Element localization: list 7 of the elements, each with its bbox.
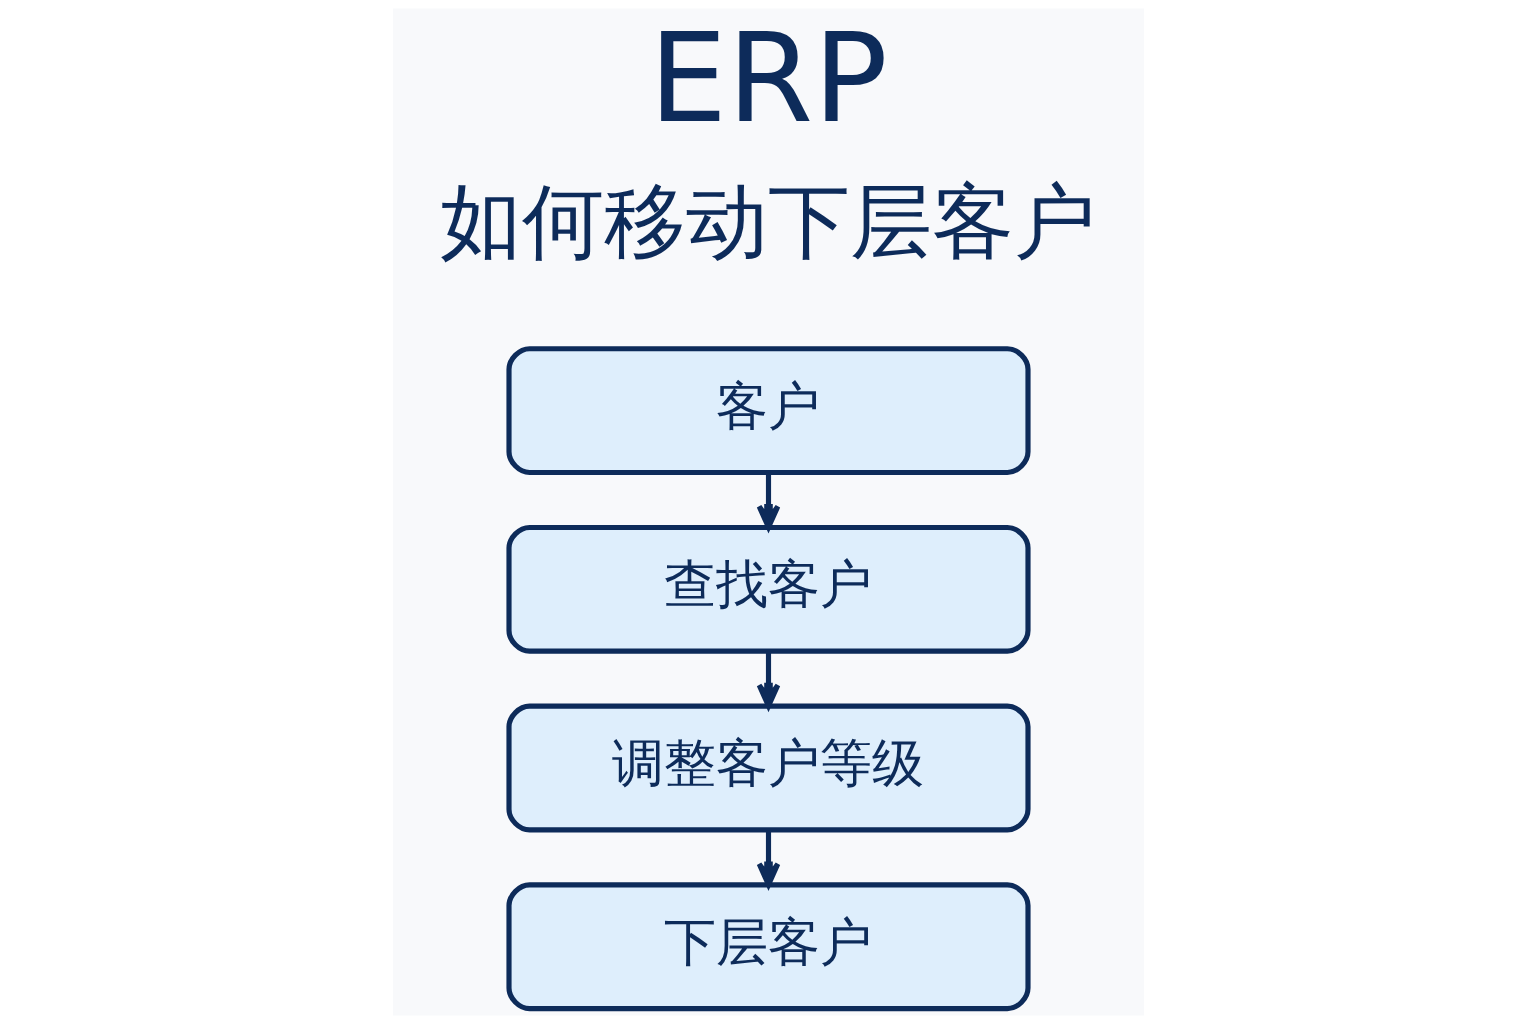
node-box: 下层客户 [505, 882, 1031, 1012]
diagram-title: ERP [648, 6, 888, 151]
label: 如何移动下层客户 [440, 172, 1096, 269]
node-box: 调整客户等级 [505, 703, 1031, 833]
node-box: 查找客户 [505, 524, 1031, 654]
arrow [756, 830, 780, 888]
node-box: 客户 [505, 346, 1031, 476]
